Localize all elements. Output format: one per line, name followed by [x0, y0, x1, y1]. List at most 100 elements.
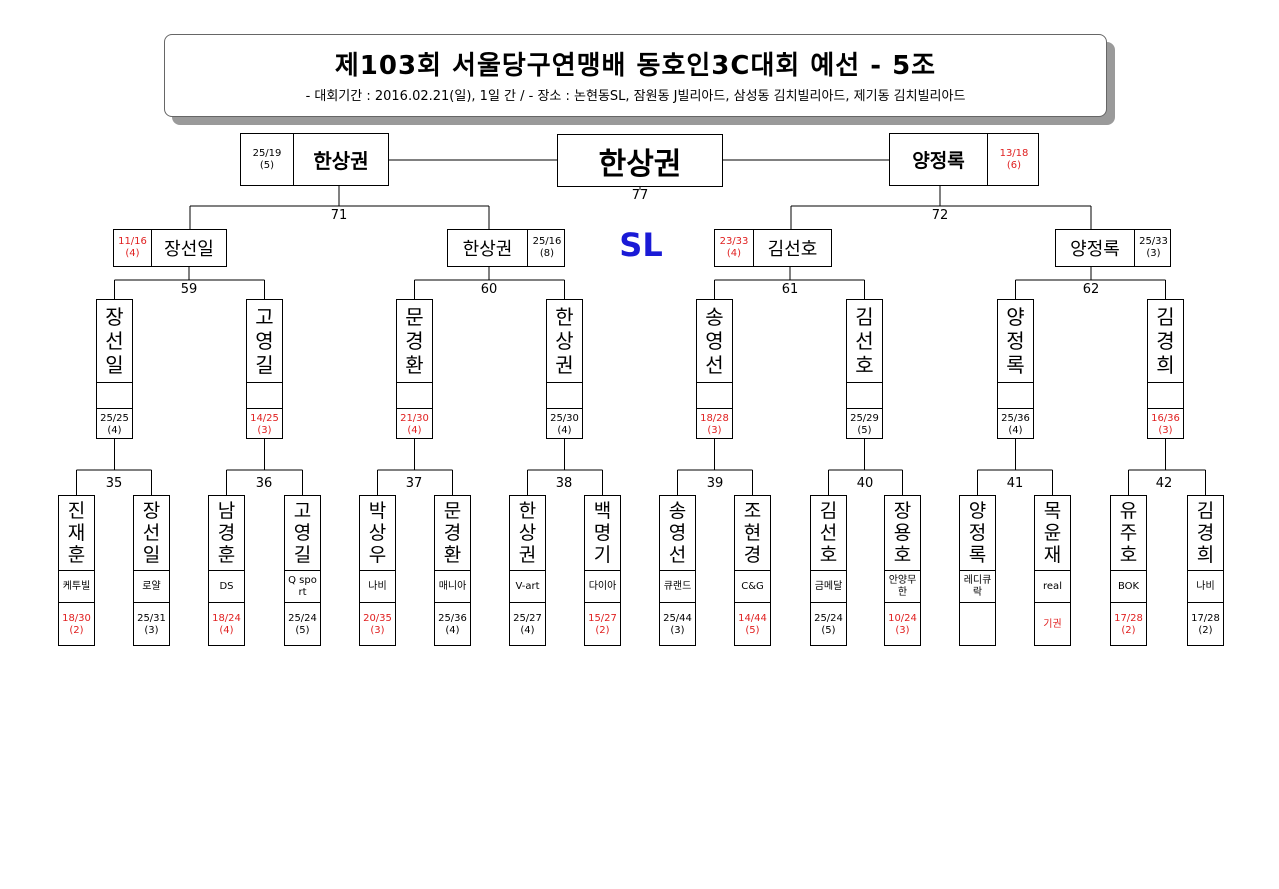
name-char: 선 [705, 353, 724, 377]
name-char: 김 [1196, 500, 1215, 522]
quarter-score: 25/30(4) [547, 408, 582, 440]
name-char: 일 [105, 353, 124, 377]
name-char: 진 [67, 500, 86, 522]
rank-value: (4) [107, 424, 122, 436]
score-value: 20/35 [363, 613, 392, 624]
semi-2-name: 한상권 [462, 239, 513, 260]
score-value: 25/27 [513, 613, 542, 624]
score-value: 23/33 [719, 236, 749, 247]
name-char: 장 [893, 500, 912, 522]
score-value: 11/16 [118, 236, 147, 247]
name-char: 목 [1043, 500, 1062, 522]
name-char: 권 [555, 353, 574, 377]
quarter-club-cell [697, 382, 732, 409]
name-char: 선 [142, 522, 161, 544]
title-banner: 제103회 서울당구연맹배 동호인3C대회 예선 - 5조 - 대회기간 : 2… [164, 34, 1107, 117]
name-char: 상 [518, 522, 537, 544]
name-char: 선 [668, 544, 687, 566]
player-club: 로얄 [134, 570, 169, 602]
name-char: 일 [142, 544, 161, 566]
semi-2-score: 25/16 (8) [527, 230, 566, 266]
quarter-club-cell [97, 382, 132, 409]
player-score: 10/24(3) [885, 602, 920, 647]
name-char: 호 [819, 544, 838, 566]
rank-value: (3) [370, 625, 385, 636]
match-number-40: 40 [856, 476, 874, 491]
quarter-club-cell [998, 382, 1033, 409]
score-value: 25/16 [532, 236, 562, 247]
name-char: 윤 [1043, 522, 1062, 544]
score-value: 18/28 [700, 412, 729, 424]
page-title: 제103회 서울당구연맹배 동호인3C대회 예선 - 5조 [334, 51, 937, 81]
player-club: DS [209, 570, 244, 602]
name-char: 록 [968, 544, 987, 566]
match-number-71: 71 [330, 208, 348, 223]
match-number-36: 36 [255, 476, 273, 491]
name-char: 호 [893, 544, 912, 566]
score-value: 25/25 [100, 412, 129, 424]
name-char: 유 [1119, 500, 1138, 522]
score-value: 18/24 [212, 613, 241, 624]
score-value: 17/28 [1191, 613, 1220, 624]
match-number-41: 41 [1006, 476, 1024, 491]
name-char: 상 [368, 522, 387, 544]
player-score: 15/27(2) [585, 602, 620, 647]
quarter-score: 14/25(3) [247, 408, 282, 440]
name-char: 송 [668, 500, 687, 522]
name-char: 김 [1156, 305, 1175, 329]
semi-player-4: 양정록 25/33 (3) [1055, 229, 1171, 267]
name-char: 길 [293, 544, 312, 566]
name-char: 문 [443, 500, 462, 522]
name-char: 경 [443, 522, 462, 544]
player-club: C&G [735, 570, 770, 602]
name-char: 명 [593, 522, 612, 544]
name-char: 훈 [217, 544, 236, 566]
name-char: 영 [668, 522, 687, 544]
score-value: 14/44 [738, 613, 767, 624]
semi-3-name: 김선호 [767, 239, 818, 260]
player-club: 매니아 [435, 570, 470, 602]
match-number-38: 38 [555, 476, 573, 491]
match-number-62: 62 [1082, 282, 1100, 297]
name-char: 희 [1196, 544, 1215, 566]
name-char: 희 [1156, 353, 1175, 377]
score-value: 13/18 [999, 147, 1029, 159]
semi-1-name: 장선일 [164, 239, 214, 260]
player-club: 나비 [360, 570, 395, 602]
name-char: 길 [255, 353, 274, 377]
final-left-score: 25/19 (5) [241, 134, 294, 185]
score-value: 16/36 [1151, 412, 1180, 424]
semi-3-score: 23/33 (4) [715, 230, 754, 266]
semi-4-score: 25/33 (3) [1134, 230, 1172, 266]
rank-value: (4) [726, 248, 742, 259]
semi-player-1: 11/16 (4) 장선일 [113, 229, 227, 267]
score-value: 25/33 [1139, 236, 1168, 247]
quarter-club-cell [397, 382, 432, 409]
name-char: 경 [1156, 329, 1175, 353]
venue-label: SL [619, 226, 663, 264]
rank-value: (5) [295, 625, 310, 636]
name-char: 환 [443, 544, 462, 566]
name-char: 재 [1043, 544, 1062, 566]
player-score: 기권 [1035, 602, 1070, 647]
final-left-name: 한상권 [313, 149, 369, 173]
